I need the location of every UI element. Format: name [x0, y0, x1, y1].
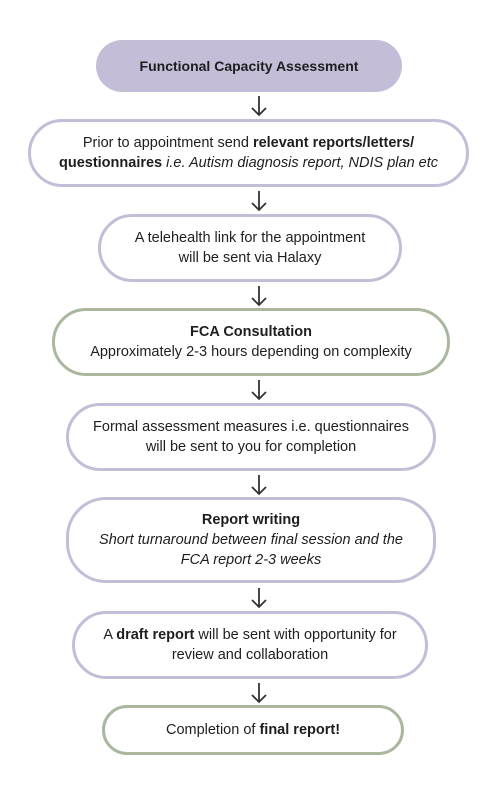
- step-title: Report writing: [201, 512, 301, 528]
- arrow-down-icon: [249, 682, 269, 704]
- step-text: Completion of: [165, 722, 260, 738]
- arrow-down-icon: [249, 95, 269, 117]
- arrow-down-icon: [249, 190, 269, 212]
- step-bold-text: final report!: [259, 722, 341, 738]
- step-line-2: will be sent via Halaxy: [178, 250, 322, 266]
- step-line-1: Formal assessment measures i.e. question…: [93, 419, 409, 435]
- step-text-post: will be sent with opportunity for: [194, 627, 397, 643]
- step-bold-text: relevant reports/letters/: [252, 135, 415, 151]
- step-line-2: will be sent to you for completion: [145, 439, 357, 455]
- step-bold-text-2: questionnaires: [58, 155, 163, 171]
- flow-step-report-writing: Report writing Short turnaround between …: [66, 497, 436, 583]
- step-line-1: A telehealth link for the appointment: [134, 230, 366, 246]
- step-title: FCA Consultation: [190, 324, 312, 340]
- arrow-down-icon: [249, 379, 269, 401]
- flow-step-draft-report: A draft report will be sent with opportu…: [72, 611, 428, 679]
- step-text: A: [103, 627, 117, 643]
- step-line: Approximately 2-3 hours depending on com…: [90, 344, 412, 360]
- step-italic-line-2: FCA report 2-3 weeks: [180, 552, 322, 568]
- arrow-down-icon: [249, 474, 269, 496]
- arrow-down-icon: [249, 285, 269, 307]
- step-title: Functional Capacity Assessment: [139, 58, 359, 74]
- step-bold-text: draft report: [116, 627, 195, 643]
- flow-step-telehealth-link: A telehealth link for the appointment wi…: [98, 214, 402, 282]
- step-italic-line-1: Short turnaround between final session a…: [99, 532, 403, 548]
- flow-step-final-report: Completion of final report!: [102, 705, 404, 755]
- arrow-down-icon: [249, 587, 269, 609]
- step-line-2: review and collaboration: [171, 647, 329, 663]
- flow-step-fca-consultation: FCA Consultation Approximately 2-3 hours…: [52, 308, 450, 376]
- flow-step-functional-capacity-assessment: Functional Capacity Assessment: [96, 40, 402, 92]
- flow-step-formal-assessment: Formal assessment measures i.e. question…: [66, 403, 436, 471]
- step-italic-text: i.e. Autism diagnosis report, NDIS plan …: [162, 155, 439, 171]
- step-text: Prior to appointment send: [82, 135, 253, 151]
- flow-step-send-reports: Prior to appointment send relevant repor…: [28, 119, 469, 187]
